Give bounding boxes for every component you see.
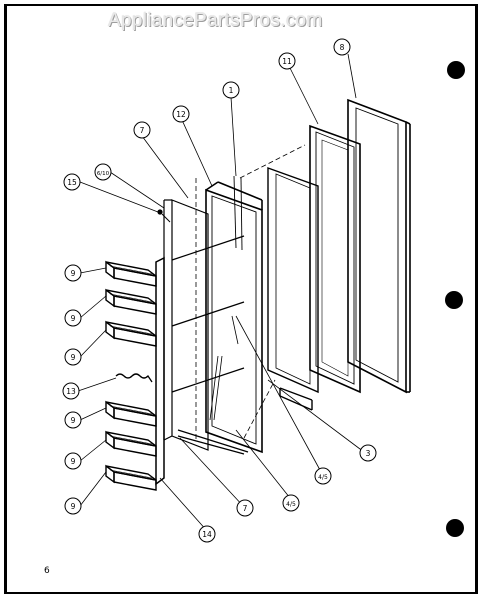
inner-door-liner	[205, 175, 263, 454]
door-bin-5	[105, 430, 157, 457]
svg-text:7: 7	[140, 126, 145, 135]
svg-text:14: 14	[202, 530, 212, 539]
callout-1: 1	[222, 81, 240, 99]
callout-14: 14	[198, 525, 216, 543]
callout-8: 8	[333, 38, 351, 56]
callouts: 1 3 4/5 4/5 6/10 7	[62, 38, 377, 543]
page-number: 6	[44, 566, 50, 576]
binder-hole-top	[447, 61, 465, 79]
svg-text:15: 15	[67, 178, 77, 187]
callout-12: 12	[172, 105, 190, 123]
svg-text:3: 3	[366, 449, 371, 458]
callout-9-a: 9	[64, 264, 82, 282]
callout-7-top: 7	[133, 121, 151, 139]
breaker-strip-frame	[267, 167, 319, 411]
screw	[157, 209, 171, 223]
svg-text:9: 9	[71, 353, 76, 362]
callout-15: 15	[63, 173, 81, 191]
retainer-clip	[115, 373, 153, 383]
door-bin-1	[105, 260, 157, 287]
callout-9-d: 9	[64, 411, 82, 429]
door-bins	[105, 260, 157, 491]
svg-text:11: 11	[282, 57, 292, 66]
callout-9-c: 9	[64, 348, 82, 366]
hidden-lines	[195, 144, 306, 440]
door-bin-4	[105, 400, 157, 427]
callout-3: 3	[359, 444, 377, 462]
diagram-frame	[4, 4, 478, 594]
svg-text:7: 7	[243, 504, 248, 513]
watermark-text: AppliancePartsPros.com	[108, 10, 323, 31]
svg-text:9: 9	[71, 314, 76, 323]
door-bin-3	[105, 320, 157, 347]
callout-7-bottom: 7	[236, 499, 254, 517]
binder-hole-bottom	[446, 519, 464, 537]
svg-text:9: 9	[71, 502, 76, 511]
door-bin-6	[105, 464, 157, 491]
svg-text:6/10: 6/10	[97, 171, 110, 177]
binder-hole-middle	[445, 291, 463, 309]
svg-text:9: 9	[71, 416, 76, 425]
svg-text:9: 9	[71, 457, 76, 466]
callout-11: 11	[278, 52, 296, 70]
svg-text:4/5: 4/5	[318, 474, 328, 481]
callout-4-5-lower: 4/5	[282, 494, 300, 512]
leader-lines	[77, 53, 365, 533]
svg-text:12: 12	[176, 110, 186, 119]
svg-text:1: 1	[229, 86, 234, 95]
callout-6-10: 6/10	[94, 163, 112, 181]
svg-text:9: 9	[71, 269, 76, 278]
door-trim-strip	[155, 256, 165, 486]
svg-text:13: 13	[66, 387, 76, 396]
svg-text:4/5: 4/5	[286, 501, 296, 508]
door-bin-2	[105, 288, 157, 315]
svg-text:8: 8	[340, 43, 345, 52]
callout-9-f: 9	[64, 497, 82, 515]
callout-9-e: 9	[64, 452, 82, 470]
callout-13: 13	[62, 382, 80, 400]
callout-4-5-upper: 4/5	[314, 467, 332, 485]
callout-9-b: 9	[64, 309, 82, 327]
